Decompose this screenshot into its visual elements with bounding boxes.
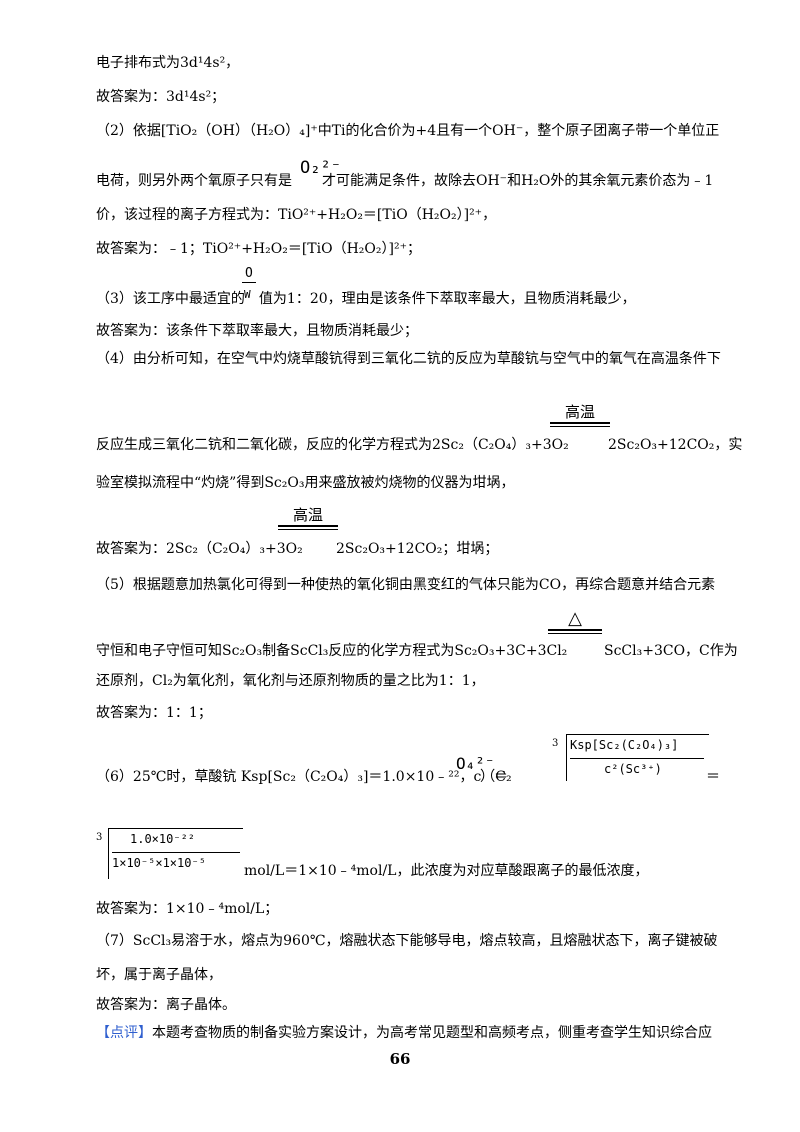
comment-line: 【点评】本题考查物质的制备实验方案设计，为高考常见题型和高频考点，侧重考查学生知… [96,1024,736,1042]
ksp-expression: Ksp[Sc₂(C₂O₄)₃] [570,738,679,752]
high-temp-condition: 高温 [278,506,338,530]
ratio-fraction-line [242,282,256,283]
text-fragment: 值为1：20，理由是该条件下萃取率最大，且物质消耗最少， [258,291,636,307]
text-fragment: 反应生成三氧化二钪和二氧化碳，反应的化学方程式为2Sc₂（C₂O₄）₃+3O₂ [96,437,569,453]
text-line: 坏，属于离子晶体， [96,967,222,983]
fraction-line [112,852,240,853]
peroxide-ion-formula: O₂²⁻ [300,158,341,178]
text-fragment: 2Sc₂O₃+12CO₂，实 [608,437,743,453]
text-fragment: 2Sc₂O₃+12CO₂；坩埚； [336,541,499,557]
answer-line: 故答案为：3d¹4s²； [96,89,226,105]
text-fragment: （3）该工序中最适宜的 [96,291,245,307]
numerator-value: 1.0×10⁻²² [130,832,196,846]
root-index: 3 [96,832,103,843]
text-line: 电子排布式为3d¹4s²， [96,55,240,71]
page-number: 66 [389,1050,411,1068]
comment-tag: 【点评】 [96,1025,152,1041]
text-line: （7）ScCl₃易溶于水，熔点为960℃，熔融状态下能够导电，熔点较高，且熔融状… [96,933,718,949]
answer-line: 故答案为：2Sc₂（C₂O₄）₃+3O₂ 2Sc₂O₃+12CO₂；坩埚； [96,540,736,558]
sc-ion-expression: c²(Sc³⁺) [604,762,662,776]
text-fragment: 本题考查物质的制备实验方案设计，为高考常见题型和高频考点，侧重考查学生知识综合应 [152,1025,712,1041]
text-line: （2）依据[TiO₂（OH）（H₂O）₄]⁺中Ti的化合价为+4且有一个OH⁻，… [96,123,720,139]
text-fragment: 故答案为：2Sc₂（C₂O₄）₃+3O₂ [96,541,303,557]
answer-line: 故答案为：1：1； [96,705,212,721]
text-fragment: ScCl₃+3CO，C作为 [604,643,738,659]
text-line: （5）根据题意加热氯化可得到一种使热的氧化铜由黑变红的气体只能为CO，再综合题意… [96,577,716,593]
text-fragment: 守恒和电子守恒可知Sc₂O₃制备ScCl₃反应的化学方程式为Sc₂O₃+3C+3… [96,643,568,659]
ratio-denominator: W [244,288,251,301]
cube-root-sign [566,734,709,781]
oxalate-ion-formula: O₄²⁻ [456,754,495,773]
answer-line: 故答案为：离子晶体。 [96,997,236,1013]
fraction-line [570,758,704,759]
text-fragment: ）＝ [480,769,508,785]
ratio-numerator: O [245,266,253,281]
text-line: （3）该工序中最适宜的值为1：20，理由是该条件下萃取率最大，且物质消耗最少， [96,290,736,308]
text-line: 电荷，则另外两个氧原子只有是 才可能满足条件，故除去OH⁻和H₂O外的其余氧元素价… [96,172,736,190]
text-fragment: 电荷，则另外两个氧原子只有是 [96,173,292,189]
text-fragment: 才可能满足条件，故除去OH⁻和H₂O外的其余氧元素价态为﹣1 [322,173,714,189]
answer-line: 故答案为：1×10﹣⁴mol/L； [96,901,279,917]
text-line: 价，该过程的离子方程式为：TiO²⁺+H₂O₂＝[TiO（H₂O₂）]²⁺， [96,207,497,223]
text-line: （6）25℃时，草酸钪 Ksp[Sc₂（C₂O₄）₃]＝1.0×10﹣²²，c（… [96,768,736,786]
text-fragment: （6）25℃时，草酸钪 Ksp[Sc₂（C₂O₄）₃]＝1.0×10﹣²²，c（… [96,769,512,785]
text-fragment: ＝ [706,769,720,785]
cube-root-sign [108,828,243,879]
equation-line: 反应生成三氧化二钪和二氧化碳，反应的化学方程式为2Sc₂（C₂O₄）₃+3O₂ … [96,436,742,454]
equation-line: 守恒和电子守恒可知Sc₂O₃制备ScCl₃反应的化学方程式为Sc₂O₃+3C+3… [96,642,738,660]
root-index: 3 [552,738,559,749]
text-line: 还原剂，Cl₂为氧化剂，氧化剂与还原剂物质的量之比为1：1， [96,673,485,689]
text-line: mol/L＝1×10﹣⁴mol/L，此浓度为对应草酸跟离子的最低浓度， [244,863,649,879]
heat-condition: △ [548,610,602,634]
text-line: （4）由分析可知，在空气中灼烧草酸钪得到三氧化二钪的反应为草酸钪与空气中的氧气在… [96,351,721,367]
text-line: 验室模拟流程中“灼烧”得到Sc₂O₃用来盛放被灼烧物的仪器为坩埚， [96,475,515,491]
answer-line: 故答案为：﹣1；TiO²⁺+H₂O₂＝[TiO（H₂O₂）]²⁺； [96,241,421,257]
denominator-value: 1×10⁻⁵×1×10⁻⁵ [112,856,206,870]
high-temp-condition: 高温 [550,403,610,427]
answer-line: 故答案为：该条件下萃取率最大，且物质消耗最少； [96,323,418,339]
